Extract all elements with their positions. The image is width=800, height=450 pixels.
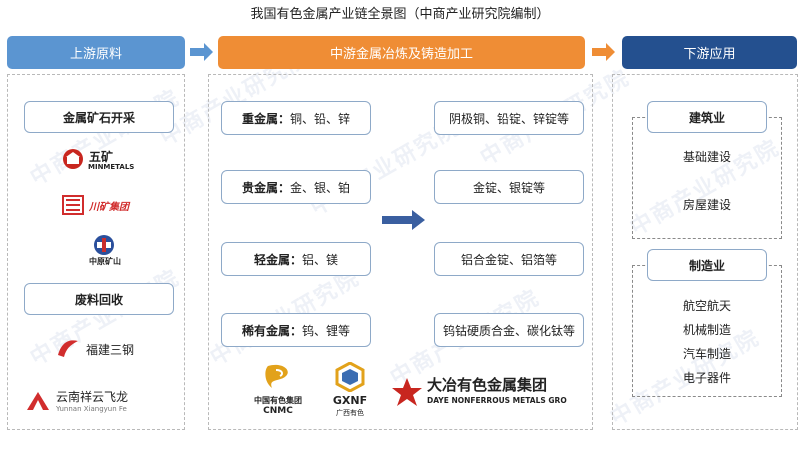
- metal-items: 铝、镁: [302, 252, 339, 267]
- daye-logo: 大冶有色金属集团 DAYE NONFERROUS METALS GRO: [390, 374, 590, 410]
- header-arrow-icon: [190, 43, 213, 61]
- metal-label: 稀有金属：: [241, 323, 302, 338]
- construction-group: [632, 117, 782, 239]
- downstream-header: 下游应用: [622, 36, 797, 69]
- logo-name: 川矿集团: [89, 202, 129, 213]
- product-box: 金锭、银锭等: [434, 170, 584, 204]
- logo-sub: DAYE NONFERROUS METALS GRO: [427, 396, 567, 405]
- upstream-panel: [7, 74, 185, 430]
- header-arrow-icon: [592, 43, 615, 61]
- mining-title: 金属矿石开采: [24, 101, 174, 133]
- chuankuang-icon: [62, 195, 84, 215]
- logo-name: 中国有色集团: [254, 396, 302, 405]
- logo-name: GXNF: [332, 394, 368, 407]
- metal-rare: 稀有金属：钨、锂等: [221, 313, 371, 347]
- manufacturing-item: 汽车制造: [682, 347, 731, 361]
- recycle-title: 废料回收: [24, 283, 174, 315]
- upstream-header: 上游原料: [7, 36, 185, 69]
- process-arrow-icon: [382, 210, 425, 230]
- zhongyuan-icon: [94, 235, 114, 255]
- gxnf-icon: [335, 362, 365, 392]
- logo-sub: CNMC: [263, 406, 293, 416]
- metal-items: 钨、锂等: [302, 323, 351, 338]
- construction-item: 房屋建设: [682, 198, 731, 212]
- chuankuang-logo: 川矿集团: [62, 195, 152, 219]
- downstream-panel: [612, 74, 798, 430]
- logo-name: 五矿: [89, 150, 114, 164]
- cnmc-logo: 中国有色集团 CNMC: [243, 362, 313, 420]
- manufacturing-item: 航空航天: [682, 299, 731, 313]
- metal-items: 金、银、铂: [290, 180, 351, 195]
- manufacturing-title: 制造业: [647, 249, 767, 281]
- metal-label: 贵金属：: [241, 180, 290, 195]
- minmetals-logo: 五矿 MINMETALS: [62, 148, 152, 172]
- construction-item: 基础建设: [682, 150, 731, 164]
- metal-light: 轻金属：铝、镁: [221, 242, 371, 276]
- metal-heavy: 重金属：铜、铅、锌: [221, 101, 371, 135]
- metal-precious: 贵金属：金、银、铂: [221, 170, 371, 204]
- page-title: 我国有色金属产业链全景图（中商产业研究院编制）: [250, 7, 550, 22]
- logo-name: 中原矿山: [89, 257, 121, 266]
- minmetals-icon: [63, 149, 83, 169]
- xiangyun-icon: [27, 392, 49, 410]
- logo-name: 福建三钢: [86, 343, 135, 357]
- logo-sub: MINMETALS: [88, 163, 135, 171]
- gxnf-logo: GXNF 广西有色: [323, 362, 377, 420]
- product-box: 阴极铜、铅锭、锌锭等: [434, 101, 584, 135]
- daye-icon: [392, 378, 422, 406]
- manufacturing-item: 机械制造: [682, 323, 731, 337]
- sangang-logo: 福建三钢: [56, 337, 166, 361]
- midstream-panel: [208, 74, 593, 430]
- metal-label: 轻金属：: [253, 252, 302, 267]
- manufacturing-item: 电子器件: [682, 371, 731, 385]
- logo-name: 大冶有色金属集团: [427, 376, 548, 394]
- metal-items: 铜、铅、锌: [290, 111, 351, 126]
- product-box: 钨钴硬质合金、碳化钛等: [434, 313, 584, 347]
- xiangyun-logo: 云南祥云飞龙 Yunnan Xiangyun Fe: [25, 388, 180, 416]
- construction-title: 建筑业: [647, 101, 767, 133]
- midstream-header: 中游金属冶炼及铸造加工: [218, 36, 585, 69]
- zhongyuan-logo: 中原矿山: [80, 234, 130, 268]
- logo-sub: Yunnan Xiangyun Fe: [56, 405, 127, 413]
- cnmc-icon: [265, 364, 288, 388]
- logo-name: 云南祥云飞龙: [56, 390, 129, 404]
- metal-label: 重金属：: [241, 111, 290, 126]
- sangang-icon: [58, 340, 78, 357]
- product-box: 铝合金锭、铝箔等: [434, 242, 584, 276]
- logo-sub: 广西有色: [336, 409, 364, 417]
